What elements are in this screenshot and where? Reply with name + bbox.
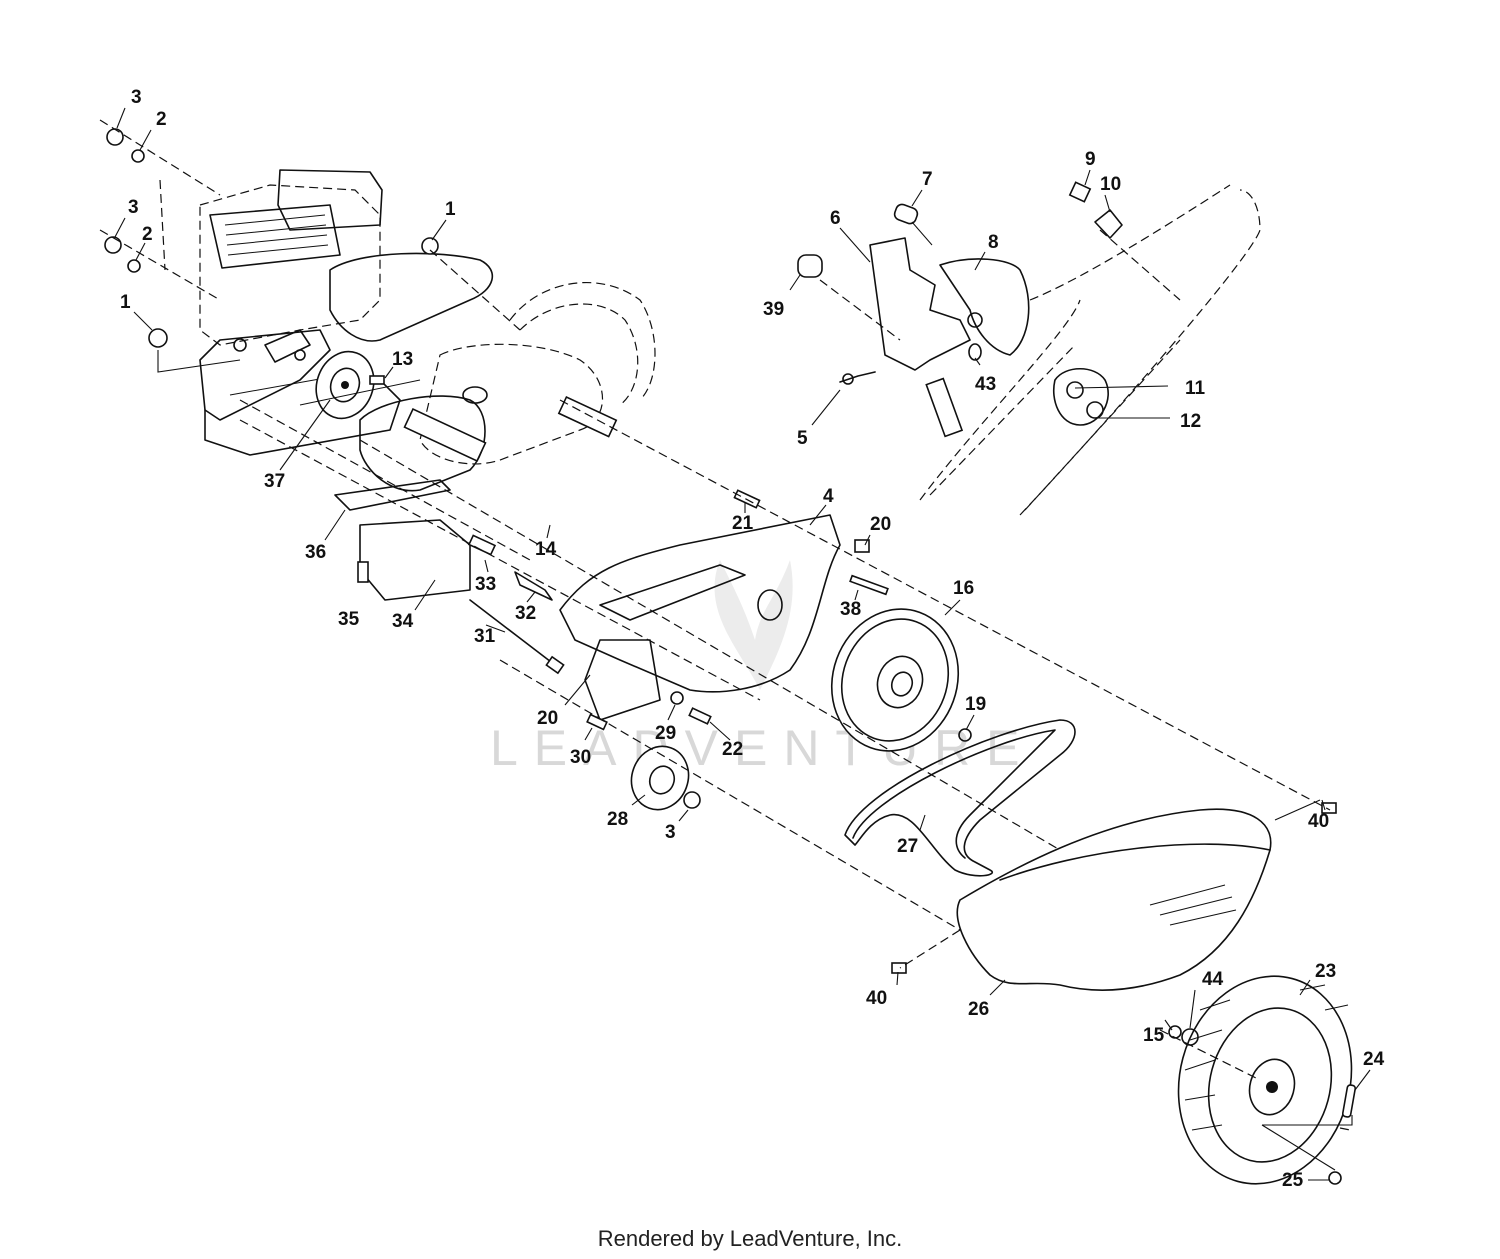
bolt-35 — [357, 561, 369, 583]
shaft-right — [557, 395, 618, 438]
bolt-9 — [1068, 181, 1092, 203]
nut-3b — [104, 236, 122, 254]
stud-32 — [514, 571, 553, 601]
callout-23: 23 — [1315, 961, 1336, 982]
pulley-16 — [830, 608, 972, 752]
nut-19 — [958, 728, 972, 742]
callout-25: 25 — [1282, 1170, 1304, 1191]
callout-44: 44 — [1202, 969, 1224, 990]
callout-38: 38 — [840, 599, 861, 620]
callout-3b: 3 — [128, 197, 139, 218]
callout-20a: 20 — [870, 514, 891, 535]
bracket-6 — [869, 237, 971, 371]
shaft — [403, 407, 487, 463]
callout-9: 9 — [1085, 149, 1096, 170]
footer-credit: Rendered by LeadVenture, Inc. — [597, 1226, 903, 1251]
callout-16: 16 — [953, 578, 974, 599]
cap-39 — [797, 254, 823, 278]
callout-3c: 3 — [665, 822, 676, 843]
callout-40b: 40 — [866, 988, 887, 1009]
callout-10: 10 — [1100, 174, 1121, 195]
wheel-23 — [1168, 975, 1357, 1185]
callout-35: 35 — [338, 609, 360, 630]
callout-34: 34 — [392, 611, 414, 632]
bracket-36 — [334, 479, 451, 511]
callout-24: 24 — [1363, 1049, 1385, 1070]
callout-19: 19 — [965, 694, 986, 715]
bolt-7 — [893, 203, 919, 225]
callout-labels: 3 2 3 2 1 1 13 37 7 6 8 9 10 39 43 5 11 … — [120, 87, 1385, 1191]
bolt-22 — [688, 707, 712, 725]
pin-bushing — [925, 377, 964, 438]
nut-3c — [683, 791, 701, 809]
callout-20b: 20 — [537, 708, 558, 729]
watermark: LEADVENTURE — [490, 560, 1020, 776]
callout-14: 14 — [535, 539, 557, 560]
callout-37: 37 — [264, 471, 285, 492]
callout-2a: 2 — [156, 109, 167, 130]
idler-bracket — [584, 639, 661, 721]
leader-lines — [114, 107, 1371, 1181]
callout-30: 30 — [570, 747, 591, 768]
belt-guard-group — [797, 181, 1261, 516]
hardware-upper-left — [104, 128, 439, 348]
callout-32: 32 — [515, 603, 536, 624]
callout-28: 28 — [607, 809, 628, 830]
callout-27: 27 — [897, 836, 918, 857]
alignment-lines — [99, 119, 1353, 1171]
callout-43: 43 — [975, 374, 996, 395]
locknut-1a — [148, 328, 168, 348]
screw-40b — [891, 962, 907, 974]
callout-12: 12 — [1180, 411, 1201, 432]
guard-8 — [939, 258, 1030, 356]
callout-11: 11 — [1185, 378, 1206, 399]
clip-10 — [1094, 209, 1123, 239]
tine-shield-outline — [509, 281, 656, 406]
callout-7: 7 — [922, 169, 933, 190]
nut-1b — [421, 237, 439, 255]
shield-26 — [891, 802, 1337, 991]
callout-22: 22 — [722, 739, 743, 760]
belt-27 — [844, 719, 1076, 877]
callout-2b: 2 — [142, 224, 153, 245]
engine-assembly — [199, 169, 401, 456]
clip-25 — [1328, 1171, 1342, 1185]
callout-6: 6 — [830, 208, 841, 229]
callout-31: 31 — [474, 626, 496, 647]
callout-33: 33 — [475, 574, 496, 595]
washer-29 — [670, 691, 684, 705]
lower-brackets — [334, 479, 565, 675]
callout-13: 13 — [392, 349, 413, 370]
key-13 — [369, 375, 385, 385]
spring-5 — [839, 371, 876, 383]
callout-1b: 1 — [445, 199, 456, 220]
bracket-34 — [359, 519, 471, 601]
callout-4: 4 — [823, 486, 834, 507]
callout-3a: 3 — [131, 87, 142, 108]
callout-36: 36 — [305, 542, 326, 563]
callout-29: 29 — [655, 723, 676, 744]
callout-21: 21 — [732, 513, 754, 534]
callout-8: 8 — [988, 232, 999, 253]
callout-40a: 40 — [1308, 811, 1329, 832]
pin-38 — [849, 574, 889, 596]
pin-24 — [1341, 1084, 1357, 1118]
callout-26: 26 — [968, 999, 989, 1020]
washer-2a — [131, 149, 145, 163]
callout-39: 39 — [763, 299, 784, 320]
screw-40a — [1321, 802, 1337, 814]
callout-1a: 1 — [120, 292, 131, 313]
callout-5: 5 — [797, 428, 808, 449]
washer-2b — [127, 259, 141, 273]
bolt-31 — [469, 599, 556, 666]
nut-3a — [106, 128, 124, 146]
callout-15: 15 — [1143, 1025, 1165, 1046]
